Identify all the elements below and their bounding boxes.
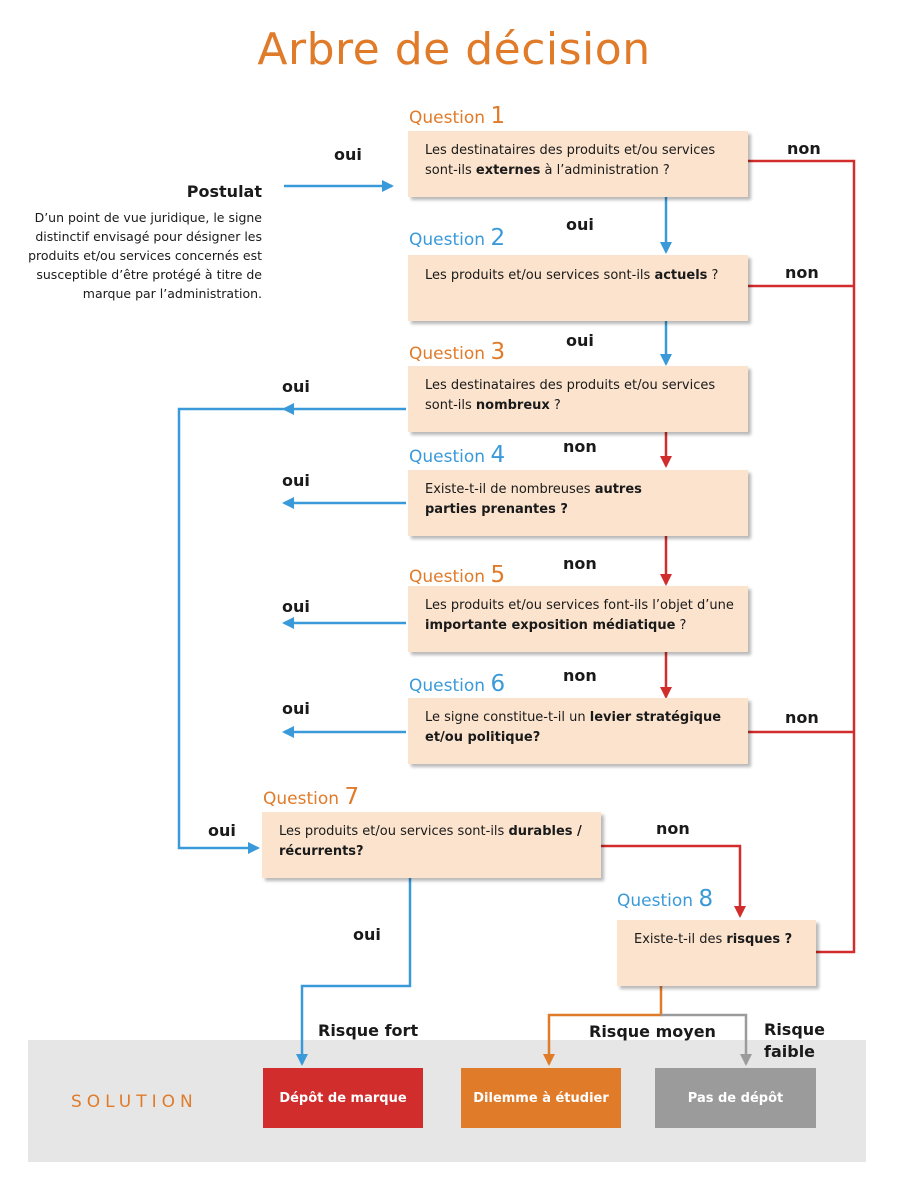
label-oui-q3: oui [282,377,310,396]
question-6-box: Le signe constitue-t-il un levier straté… [408,698,748,764]
label-oui-q1: oui [566,215,594,234]
label-non-q1: non [787,139,821,158]
edge-bus-q7 [177,407,284,854]
risk-medium-label: Risque moyen [589,1022,716,1041]
label-non-q2: non [785,263,819,282]
question-2-label: Question 2 [409,225,506,251]
question-8-box: Existe-t-il des risques ? [617,920,816,986]
question-5-label: Question 5 [409,562,506,588]
question-8-label: Question 8 [617,886,714,912]
question-4-box: Existe-t-il de nombreuses autres parties… [408,470,748,536]
question-7-box: Les produits et/ou services sont-ils dur… [262,812,601,878]
question-3-label: Question 3 [409,339,506,365]
risk-low-label: Risque faible [764,1020,826,1061]
outcome-pas-de-depot: Pas de dépôt [655,1068,816,1128]
label-oui-q4: oui [282,471,310,490]
label-non-q5: non [563,666,597,685]
label-oui-q2: oui [566,331,594,350]
question-4-label: Question 4 [409,442,506,468]
label-oui-q6: oui [282,699,310,718]
label-non-q7: non [656,819,690,838]
label-non-q3: non [563,437,597,456]
label-oui-q5: oui [282,597,310,616]
edge-q8-risk-medium [543,985,663,1066]
question-7-label: Question 7 [263,784,360,810]
question-3-box: Les destinataires des produits et/ou ser… [408,366,748,432]
question-2-box: Les produits et/ou services sont-ils act… [408,255,748,321]
question-6-label: Question 6 [409,671,506,697]
label-non-q4: non [563,554,597,573]
label-oui-postulat: oui [334,145,362,164]
page-title: Arbre de décision [257,24,651,75]
outcome-depot-de-marque: Dépôt de marque [263,1068,423,1128]
label-non-q6: non [785,708,819,727]
risk-high-label: Risque fort [318,1021,419,1040]
postulat-text: D’un point de vue juridique, le signe di… [28,210,262,301]
postulat-title: Postulat [186,182,262,201]
edge-q7-q8 [601,844,746,918]
solution-label: SOLUTION [71,1092,198,1112]
outcome-dilemme: Dilemme à étudier [461,1068,621,1128]
question-1-label: Question 1 [409,103,506,129]
edge-q8-risk-low [661,1013,752,1066]
question-1-box: Les destinataires des produits et/ou ser… [408,131,748,197]
label-oui-bus: oui [208,821,236,840]
edge-q1-non [748,159,856,954]
edge-q7-risk-high [296,878,412,1066]
question-5-box: Les produits et/ou services font-ils l’o… [408,586,748,652]
label-oui-q7: oui [353,925,381,944]
